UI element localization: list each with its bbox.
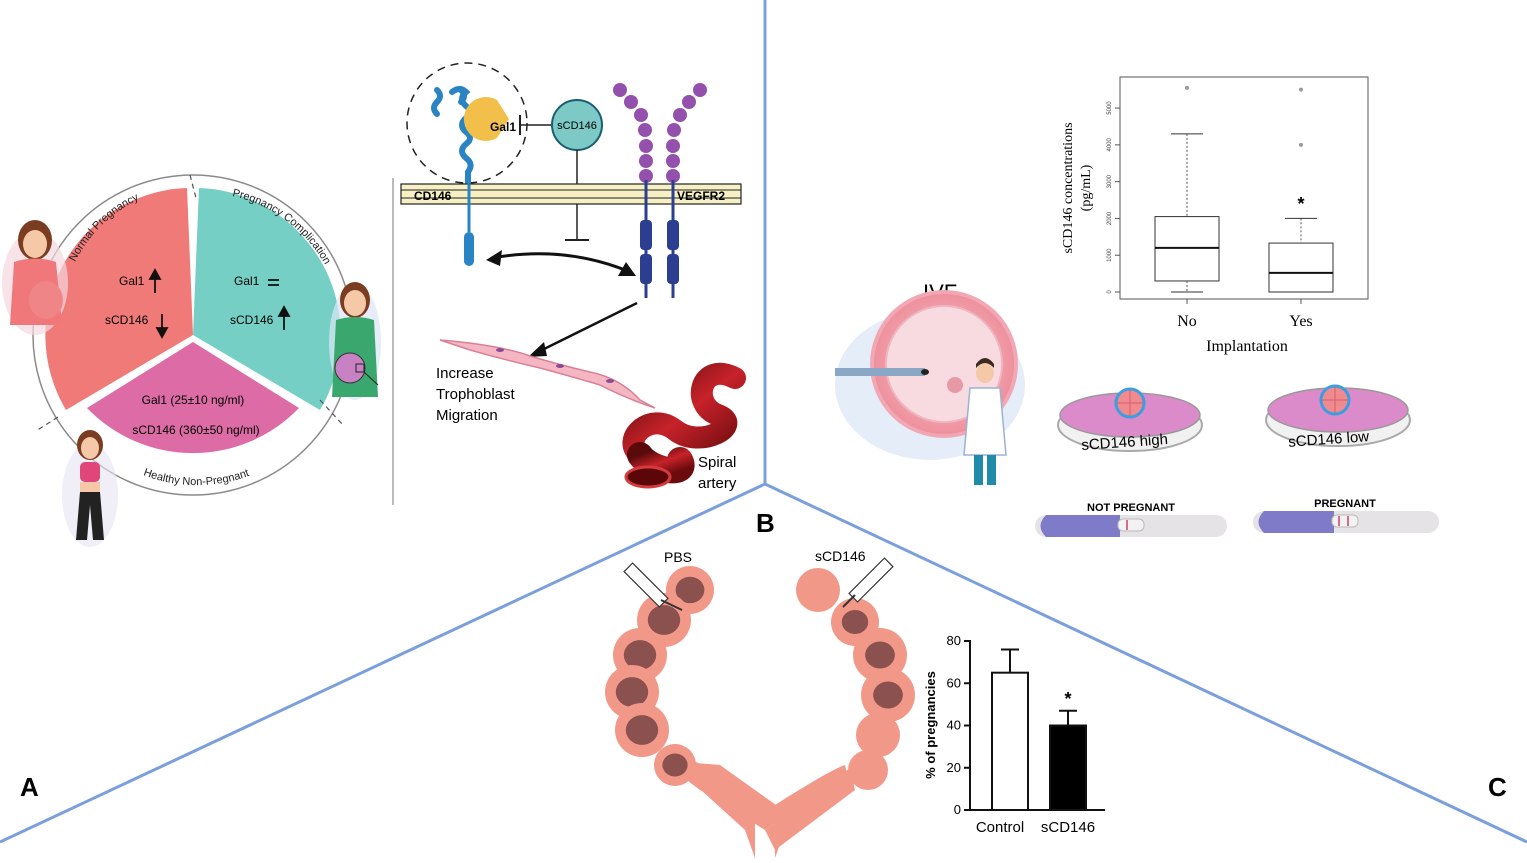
bar-category-label: Control xyxy=(976,819,1024,836)
trophoblast-ribbon xyxy=(439,339,656,409)
uterine-bead xyxy=(856,713,900,757)
uterine-bead xyxy=(848,750,888,790)
vegfr2-label: VEGFR2 xyxy=(677,189,725,203)
boxplot-category-label: No xyxy=(1177,313,1197,330)
embryo xyxy=(615,677,649,707)
complication-woman-illustration xyxy=(329,282,381,400)
ring-label-healthy: Healthy Non-Pregnant xyxy=(142,467,251,489)
boxplot-ylabel-line2: (pg/mL) xyxy=(1079,164,1094,211)
migration-line-1: Increase xyxy=(436,365,494,382)
pie-sector-complication xyxy=(193,188,341,410)
pbs-label: PBS xyxy=(664,549,692,565)
boxplot-outlier xyxy=(1299,142,1303,147)
normal-scd146-label: sCD146 xyxy=(105,313,149,327)
pie-sector-healthy xyxy=(87,342,299,454)
embryo xyxy=(865,641,895,669)
panel-letter-a: A xyxy=(20,772,39,802)
embryo xyxy=(623,640,657,670)
test-not-label: NOT PREGNANT xyxy=(1087,502,1175,514)
boxplot-ylabel-line1: sCD146 concentrations xyxy=(1061,122,1076,253)
boxplot-frame xyxy=(1119,76,1369,300)
dish-high-label: sCD146 high xyxy=(1081,431,1169,454)
bar-ytick-label: 0 xyxy=(954,802,961,817)
boxplot-outlier xyxy=(1185,85,1189,90)
embryo xyxy=(873,681,903,709)
test-pregnant: PREGNANT xyxy=(1253,498,1439,533)
bar-control xyxy=(991,671,1029,811)
boxplot-outlier xyxy=(1299,87,1303,92)
boxplot-ytick-label: 0 xyxy=(1107,290,1113,294)
pie-sector-normal xyxy=(45,188,194,410)
interaction-arrow xyxy=(491,252,631,274)
ivf-illustration: IVF xyxy=(835,280,1025,485)
artery-line-1: Spiral xyxy=(698,454,736,471)
bar-significance: * xyxy=(1064,689,1071,709)
bar-scd146 xyxy=(1049,724,1087,811)
pie-arrows xyxy=(148,268,291,339)
healthy-scd146-label: sCD146 (360±50 ng/ml) xyxy=(132,423,259,437)
boxplot-ytick-label: 2000 xyxy=(1107,211,1113,225)
artery-line-2: artery xyxy=(698,475,737,492)
boxplot-ytick-label: 3000 xyxy=(1107,174,1113,188)
embryo xyxy=(647,605,681,635)
pie-ring-separators xyxy=(35,174,344,432)
mechanism-diagram: Gal1 sCD146 CD146 VEGFR2 xyxy=(400,62,746,492)
bar-ytick-label: 80 xyxy=(947,633,961,648)
dish-scd146-low: sCD146 low xyxy=(1265,384,1411,451)
bar-ytick-label: 60 xyxy=(947,675,961,690)
cd146-intracellular xyxy=(464,232,474,266)
healthy-woman-illustration xyxy=(62,430,118,547)
bar-ytick-label: 20 xyxy=(947,760,961,775)
embryo xyxy=(662,753,688,777)
spiral-artery xyxy=(622,362,746,489)
migration-line-3: Migration xyxy=(436,407,498,424)
panel-letter-c: C xyxy=(1488,772,1507,802)
boxplot-ytick-label: 5000 xyxy=(1107,101,1113,115)
dish-low-label: sCD146 low xyxy=(1288,428,1370,451)
migration-line-2: Trophoblast xyxy=(436,386,515,403)
cd146-label: CD146 xyxy=(414,189,452,203)
vegfr2-receptor xyxy=(613,83,707,298)
boxplot-ytick-label: 4000 xyxy=(1107,138,1113,152)
scd146-injection-label: sCD146 xyxy=(815,548,866,564)
doctor-illustration xyxy=(963,358,1007,485)
boxplot-ytick-label: 1000 xyxy=(1107,248,1113,262)
cell-membrane xyxy=(400,183,742,205)
complication-gal1-label: Gal1 xyxy=(234,274,260,288)
mouse-uterus-illustration: PBS sCD146 xyxy=(605,548,915,858)
embryo xyxy=(841,610,869,634)
healthy-gal1-label: Gal1 (25±10 ng/ml) xyxy=(142,393,245,407)
bar-category-label: sCD146 xyxy=(1041,819,1095,836)
dish-scd146-high: sCD146 high xyxy=(1057,387,1203,454)
bar-chart: 0 20 40 60 80 Control sCD146 % of pregnancies… xyxy=(923,633,1105,836)
gal1-shape xyxy=(463,97,509,141)
scd146-molecule-label: sCD146 xyxy=(557,120,597,132)
pie-diagram: Gal1 sCD146 Gal1 sCD146 Gal1 (25±10 ng/m… xyxy=(32,174,354,496)
boxplot-significance: * xyxy=(1297,194,1304,214)
binding-zoom-circle xyxy=(406,62,528,184)
boxplot-chart: 0 1000 2000 3000 4000 5000 No Yes sCD146 conce… xyxy=(1061,76,1369,355)
ivf-needle xyxy=(835,368,925,376)
scd146-syringe xyxy=(842,557,894,608)
boxplot-category-label: Yes xyxy=(1289,313,1312,330)
embryo xyxy=(675,576,705,604)
test-not-pregnant: NOT PREGNANT xyxy=(1035,502,1227,537)
boxplot-xlabel: Implantation xyxy=(1206,338,1288,355)
panel-dividers xyxy=(0,0,1527,844)
embryo xyxy=(625,715,659,745)
boxplot-box xyxy=(1268,242,1334,293)
normal-gal1-label: Gal1 xyxy=(119,274,145,288)
panel-letter-b: B xyxy=(756,508,775,538)
gal1-label: Gal1 xyxy=(490,120,516,134)
test-yes-label: PREGNANT xyxy=(1314,498,1376,510)
uterine-bead xyxy=(796,568,840,612)
complication-scd146-label: sCD146 xyxy=(230,313,274,327)
pbs-syringe xyxy=(623,562,683,611)
bar-ylabel: % of pregnancies xyxy=(923,671,938,779)
bar-ytick-label: 40 xyxy=(947,718,961,733)
pregnant-woman-illustration xyxy=(2,220,68,335)
